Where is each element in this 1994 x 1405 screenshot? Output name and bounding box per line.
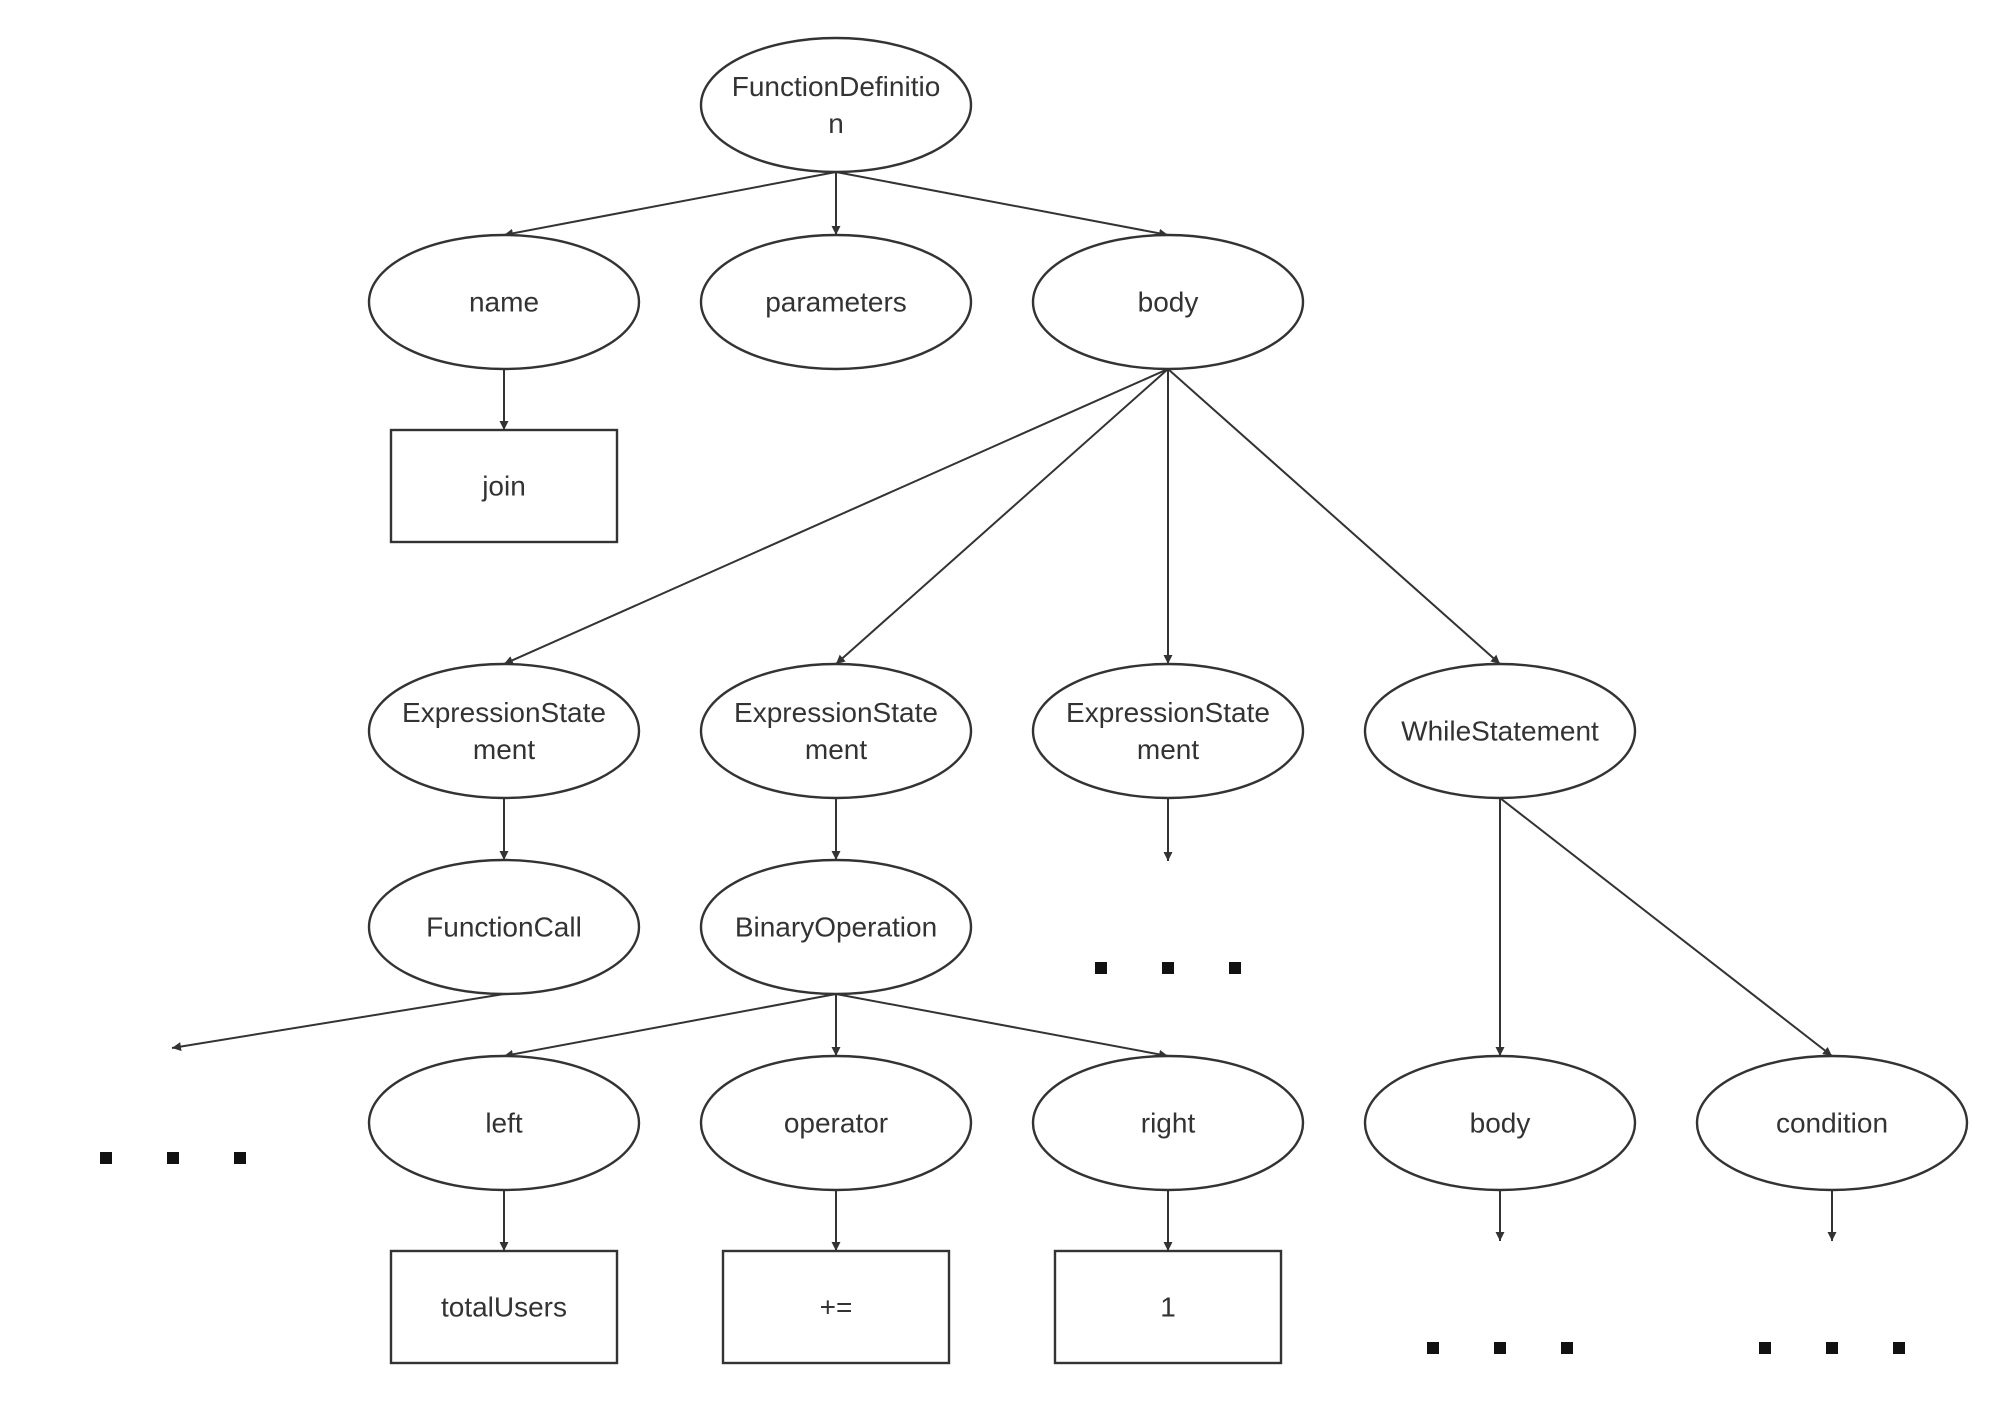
node-fd-label: n [828,108,844,139]
node-es3-label: ment [1137,734,1199,765]
nodes: FunctionDefinitio n name parameters body join… [367,36,1969,1365]
node-total: totalUsers [389,1249,619,1365]
node-binop: BinaryOperation [699,858,973,996]
node-es1-label: ExpressionState [402,697,606,728]
node-fd: FunctionDefinitio n [699,36,973,174]
node-es3-label: ExpressionState [1066,697,1270,728]
node-pluseq-label: += [820,1292,853,1323]
ellipsis-es3-dot-3 [1229,962,1241,974]
node-binop-label: BinaryOperation [735,912,937,943]
node-es1-label: ment [473,734,535,765]
node-es2-label: ment [805,734,867,765]
ellipsis-wbody-dot-2 [1494,1342,1506,1354]
node-es1-shape [367,662,641,800]
edge-fd-to-body [835,171,1169,238]
node-while: WhileStatement [1363,662,1637,800]
ellipsis-es3-dot-2 [1162,962,1174,974]
ellipsis-fcall-marker [100,1152,246,1164]
node-one-label: 1 [1160,1292,1176,1323]
node-binop-shape [699,858,973,996]
edge-body-to-while [1167,368,1501,665]
node-left-label: left [485,1108,523,1139]
edge-fcall-to-ellipsis-fcall [171,993,505,1051]
node-es1: ExpressionState ment [367,662,641,800]
ellipsis-wbody-dot-1 [1427,1342,1439,1354]
edge-body-to-es2 [835,368,1169,665]
node-cond-shape [1695,1054,1969,1192]
ellipsis-es3-marker [1095,962,1241,974]
ellipsis-cond-marker [1759,1342,1905,1354]
node-es2: ExpressionState ment [699,662,973,800]
node-pluseq: += [721,1249,951,1365]
node-join-label: join [481,471,526,502]
node-left: left [367,1054,641,1192]
node-fcall-shape [367,858,641,996]
ellipses [100,962,1905,1354]
node-es3: ExpressionState ment [1031,662,1305,800]
edge-while-to-cond [1499,797,1833,1057]
node-op-shape [699,1054,973,1192]
node-wbody-label: body [1470,1108,1531,1139]
node-one-shape [1053,1249,1283,1365]
edge-fd-to-name [503,171,837,238]
node-right-label: right [1141,1108,1196,1139]
node-fcall-label: FunctionCall [426,912,582,943]
node-name-label: name [469,287,539,318]
ellipsis-cond-dot-3 [1893,1342,1905,1354]
node-fd-shape [699,36,973,174]
node-fd-label: FunctionDefinitio [732,71,941,102]
node-body: body [1031,233,1305,371]
ellipsis-cond-dot-2 [1826,1342,1838,1354]
node-name-shape [367,233,641,371]
ellipsis-es3-dot-1 [1095,962,1107,974]
node-params-label: parameters [765,287,907,318]
node-op: operator [699,1054,973,1192]
node-params-shape [699,233,973,371]
ellipsis-wbody-dot-3 [1561,1342,1573,1354]
edge-binop-to-right [835,993,1169,1059]
node-cond: condition [1695,1054,1969,1192]
node-join-shape [389,428,619,544]
ellipsis-fcall-dot-1 [100,1152,112,1164]
node-pluseq-shape [721,1249,951,1365]
node-es2-shape [699,662,973,800]
node-right-shape [1031,1054,1305,1192]
node-es2-label: ExpressionState [734,697,938,728]
node-left-shape [367,1054,641,1192]
node-total-label: totalUsers [441,1292,567,1323]
ellipsis-cond-dot-1 [1759,1342,1771,1354]
node-body-shape [1031,233,1305,371]
node-name: name [367,233,641,371]
node-body-label: body [1138,287,1199,318]
node-right: right [1031,1054,1305,1192]
node-es3-shape [1031,662,1305,800]
node-total-shape [389,1249,619,1365]
node-one: 1 [1053,1249,1283,1365]
node-fcall: FunctionCall [367,858,641,996]
node-join: join [389,428,619,544]
ellipsis-fcall-dot-3 [234,1152,246,1164]
node-cond-label: condition [1776,1108,1888,1139]
node-while-label: WhileStatement [1401,716,1599,747]
node-op-label: operator [784,1108,888,1139]
ellipsis-wbody-marker [1427,1342,1573,1354]
node-params: parameters [699,233,973,371]
edge-body-to-es1 [503,368,1169,665]
node-wbody: body [1363,1054,1637,1192]
edge-binop-to-left [503,993,837,1059]
node-while-shape [1363,662,1637,800]
ellipsis-fcall-dot-2 [167,1152,179,1164]
node-wbody-shape [1363,1054,1637,1192]
edges [171,171,1837,1251]
